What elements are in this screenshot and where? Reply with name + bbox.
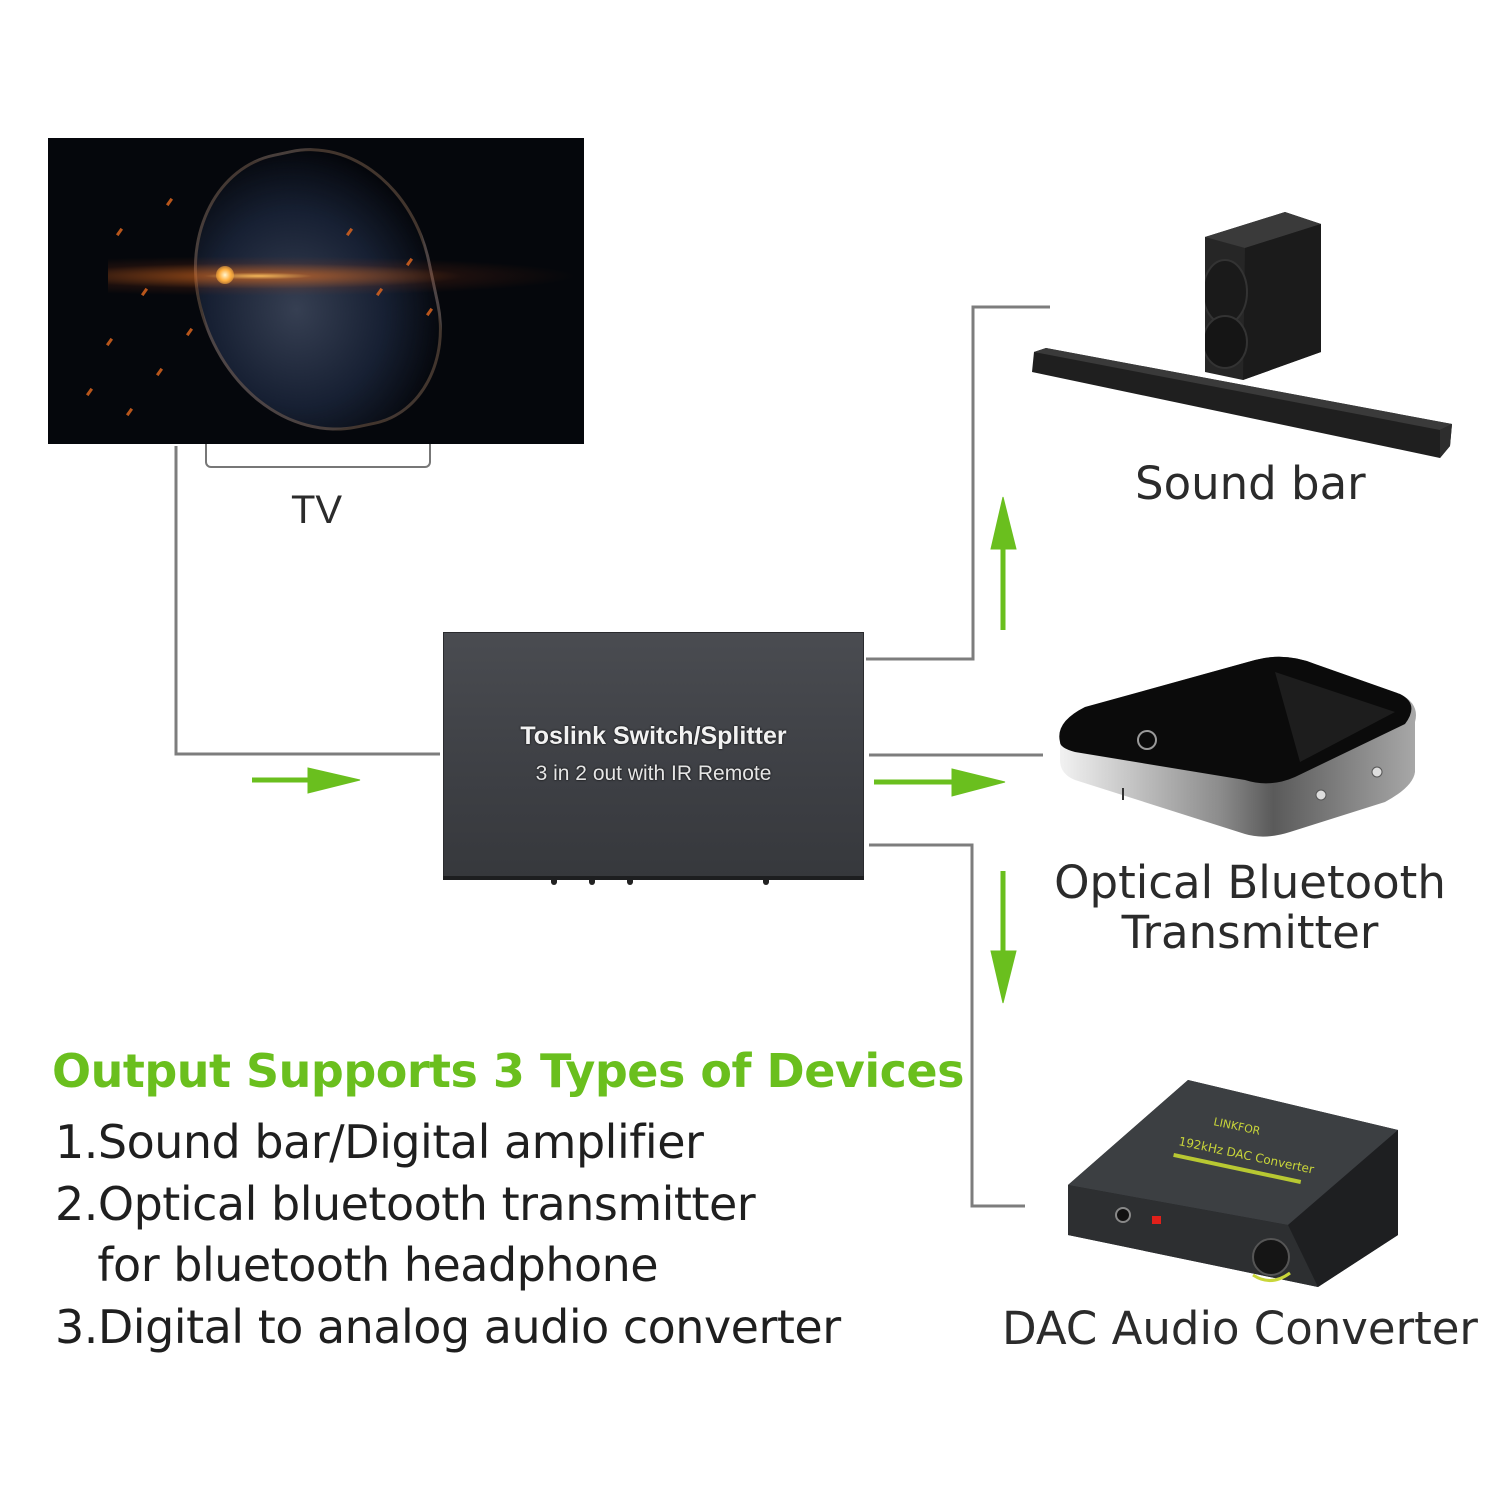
spark: [185, 327, 194, 337]
feature-item: 3.Digital to analog audio converter: [55, 1300, 841, 1354]
tv-icon: [48, 138, 584, 444]
splitter-title: Toslink Switch/Splitter: [520, 722, 787, 750]
spark: [155, 367, 164, 377]
wire-splitter-to-soundbar: [866, 305, 1050, 661]
feature-item: for bluetooth headphone: [55, 1238, 659, 1292]
soundbar-icon: [1032, 348, 1452, 458]
lens-flare-streak: [108, 256, 578, 296]
dac-converter-icon: LINKFOR 192kHz DAC Converter: [1068, 1080, 1398, 1287]
bt-label-line1: Optical Bluetooth: [1054, 856, 1446, 909]
features-heading: Output Supports 3 Types of Devices: [52, 1044, 964, 1098]
dac-label: DAC Audio Converter: [1002, 1302, 1478, 1355]
spark: [115, 227, 124, 237]
wire-splitter-to-dac: [869, 843, 1025, 1208]
bluetooth-transmitter-label: Optical Bluetooth Transmitter: [1020, 858, 1480, 958]
arrow-down-icon: [990, 871, 1017, 1004]
subwoofer-icon: [1205, 212, 1321, 380]
spark: [85, 387, 94, 397]
wire-tv-to-splitter: [174, 446, 440, 756]
soundbar-label: Sound bar: [1135, 457, 1366, 510]
feature-item: 2.Optical bluetooth transmitter: [55, 1177, 756, 1231]
bt-label-line2: Transmitter: [1121, 906, 1379, 959]
lens-flare: [216, 266, 234, 284]
box-foot: [589, 880, 595, 885]
feature-item: 1.Sound bar/Digital amplifier: [55, 1115, 704, 1169]
spark: [105, 337, 114, 347]
splitter-subtitle: 3 in 2 out with IR Remote: [535, 762, 772, 785]
bluetooth-transmitter-icon: [1059, 656, 1416, 837]
tv-stand: [205, 444, 431, 468]
box-foot: [551, 880, 557, 885]
box-foot: [627, 880, 633, 885]
spark: [165, 197, 174, 207]
box-foot: [763, 880, 769, 885]
arrow-right-icon: [252, 767, 361, 794]
arrow-up-icon: [990, 496, 1017, 630]
tv-label: TV: [291, 488, 343, 532]
spark: [125, 407, 134, 417]
arrow-right-icon: [874, 768, 1006, 797]
box-edge: [443, 876, 864, 880]
splitter-box-icon: Toslink Switch/Splitter 3 in 2 out with …: [443, 632, 864, 885]
